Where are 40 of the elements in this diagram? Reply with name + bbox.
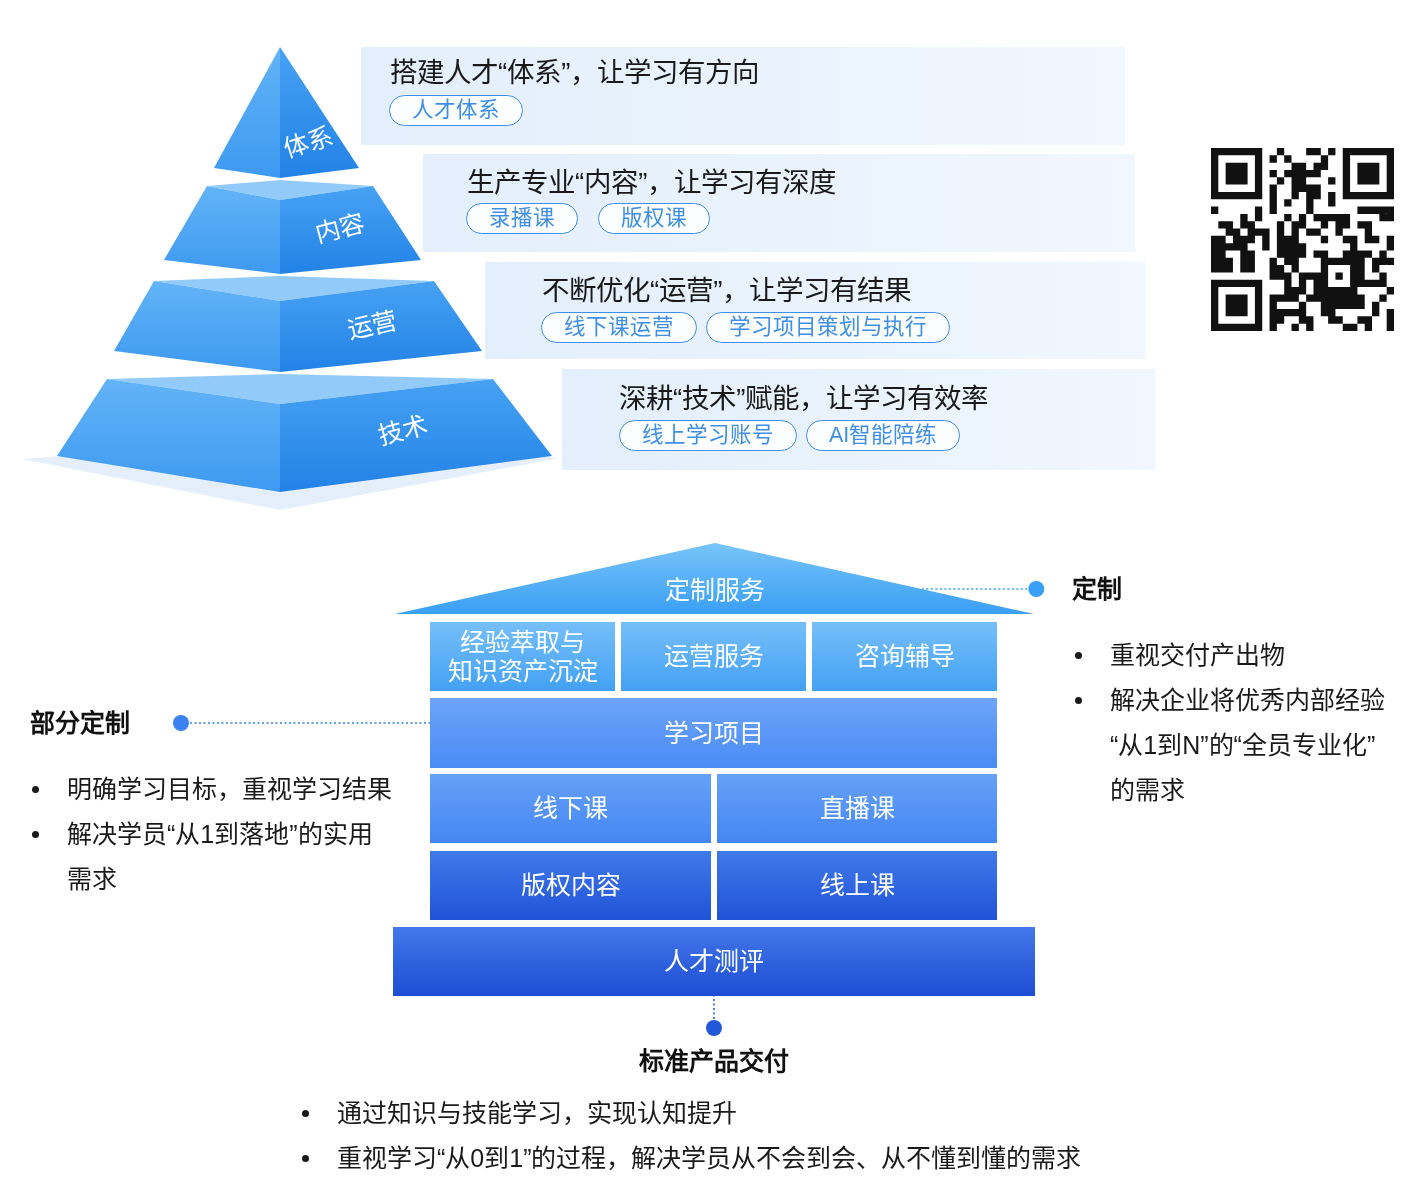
layer-block: 线上课 — [717, 851, 997, 920]
tier-label: 运营 — [344, 304, 400, 346]
layer-block: 线下课 — [430, 774, 711, 843]
roof-label: 定制服务 — [665, 575, 765, 605]
tag-pill: 线上学习账号 — [619, 420, 797, 451]
callout-heading: 定制 — [1072, 574, 1122, 605]
tag-pill: 学习项目策划与执行 — [706, 312, 950, 343]
tag-pill: AI智能陪练 — [806, 420, 961, 451]
bullet-text: 解决企业将优秀内部经验“从1到N”的“全员专业化”的需求 — [1110, 684, 1386, 806]
tag-pill: 线下课运营 — [541, 312, 697, 343]
bullet-text: 通过知识与技能学习，实现认知提升 — [337, 1097, 737, 1129]
band-heading: 深耕“技术”赋能，让学习有效率 — [619, 382, 989, 416]
banner-band — [485, 262, 1145, 359]
layer-block: 人才测评 — [393, 927, 1035, 996]
tier-label: 体系 — [279, 120, 337, 164]
tag-pill: 版权课 — [598, 203, 710, 234]
banner-band — [562, 369, 1155, 470]
tag-pill: 人才体系 — [389, 95, 523, 126]
tier-label: 技术 — [374, 409, 432, 451]
layer-block: 学习项目 — [430, 698, 997, 768]
callout-heading: 部分定制 — [30, 708, 130, 739]
layer-block: 咨询辅导 — [812, 622, 997, 691]
bullet-text: 明确学习目标，重视学习结果 — [67, 773, 393, 805]
tag-pill: 录播课 — [466, 203, 578, 234]
band-heading: 不断优化“运营”，让学习有结果 — [542, 274, 912, 308]
bullet-text: 重视交付产出物 — [1110, 639, 1286, 671]
banner-band — [423, 154, 1135, 252]
bullet-text: 解决学员“从1到落地”的实用需求 — [67, 818, 374, 895]
callout-heading: 标准产品交付 — [638, 1046, 790, 1077]
leader-line — [173, 715, 431, 731]
layer-block: 版权内容 — [430, 851, 711, 920]
band-heading: 搭建人才“体系”，让学习有方向 — [390, 56, 760, 90]
layer-block: 经验萃取与知识资产沉淀 — [430, 622, 615, 691]
bullet-text: 重视学习“从0到1”的过程，解决学员从不会到会、从不懂到懂的需求 — [337, 1142, 1082, 1174]
leader-line — [920, 581, 1044, 597]
banner-band — [361, 47, 1125, 145]
layer-block: 直播课 — [717, 774, 997, 843]
band-heading: 生产专业“内容”，让学习有深度 — [467, 166, 837, 200]
layer-block: 运营服务 — [621, 622, 806, 691]
tier-label: 内容 — [311, 207, 369, 249]
